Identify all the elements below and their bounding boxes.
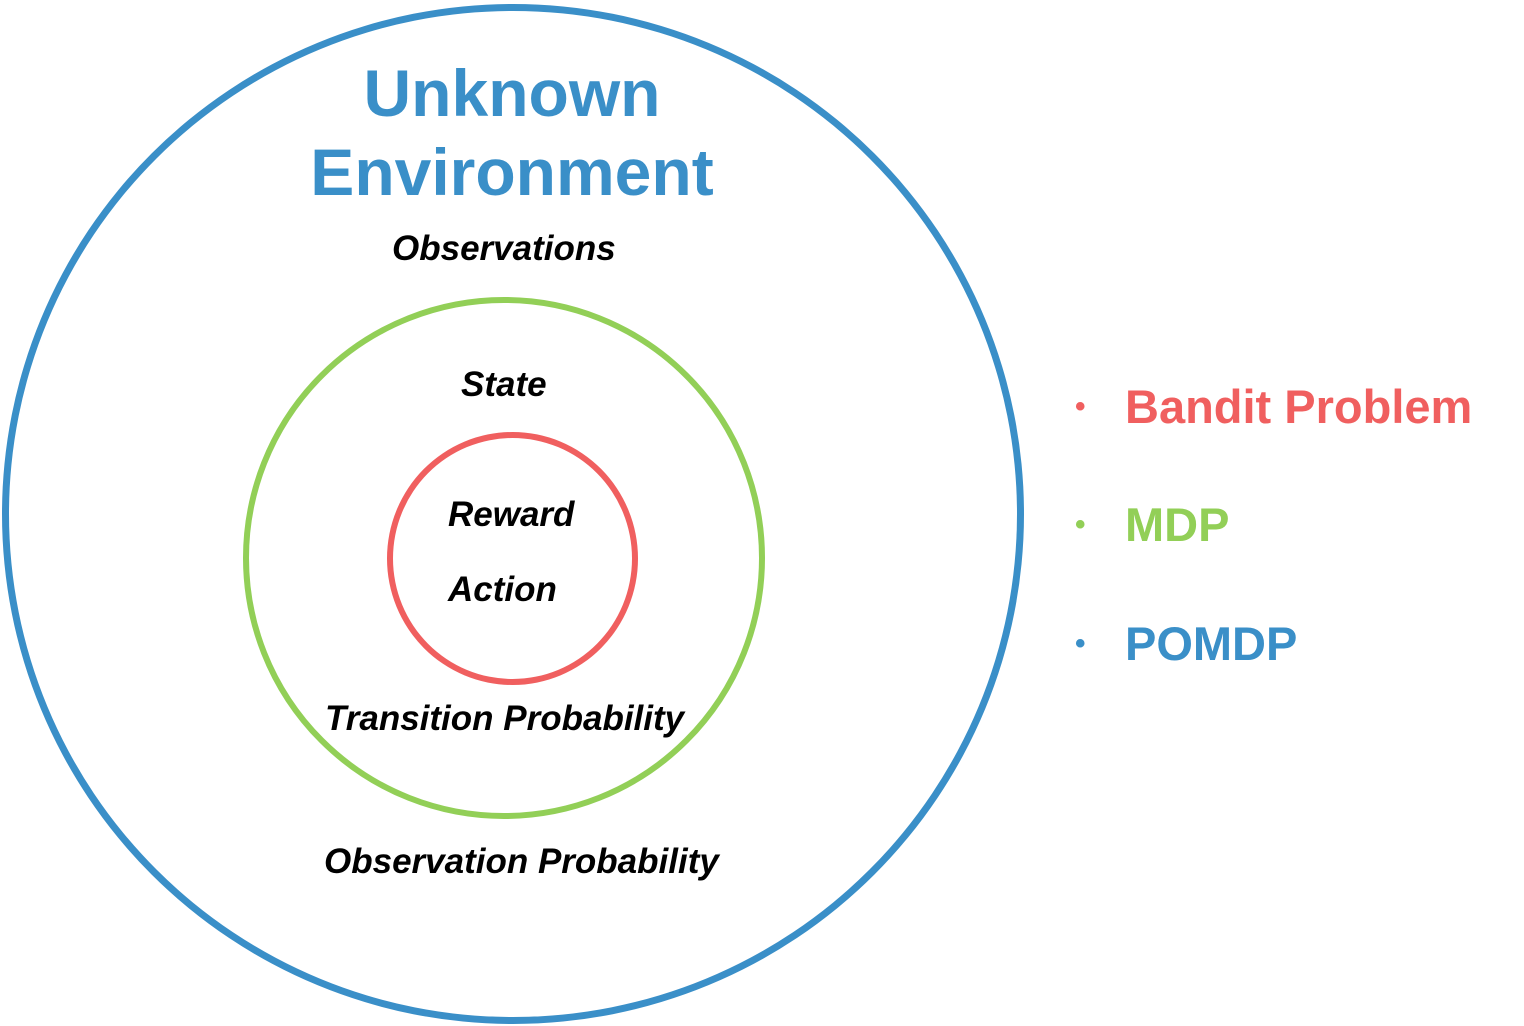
observation-probability-label: Observation Probability (324, 842, 719, 881)
pomdp-circle (2, 4, 1024, 1024)
legend-label: Bandit Problem (1125, 380, 1473, 433)
legend-label: POMDP (1125, 617, 1298, 670)
reward-label: Reward (448, 495, 575, 534)
action-label: Action (448, 570, 557, 609)
bullet-icon: • (1075, 390, 1086, 423)
transition-probability-label: Transition Probability (325, 699, 685, 738)
legend-label: MDP (1125, 498, 1230, 551)
bullet-icon: • (1075, 627, 1086, 660)
mdp-circle (243, 297, 765, 819)
bandit-circle (387, 432, 638, 685)
title-line-1: Unknown (363, 56, 661, 130)
bullet-icon: • (1075, 508, 1086, 541)
state-label: State (461, 365, 547, 404)
title-line-2: Environment (310, 135, 714, 209)
observations-label: Observations (392, 229, 616, 268)
